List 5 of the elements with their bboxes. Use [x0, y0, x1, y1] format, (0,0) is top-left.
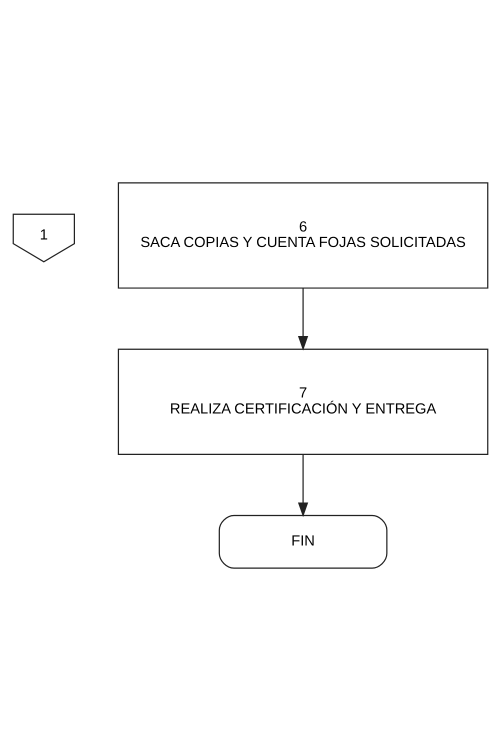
- node-box: FIN: [218, 514, 388, 569]
- arrow: [298, 288, 308, 351]
- node-box: 7 REALIZA CERTIFICACIÓN Y ENTREGA: [118, 348, 488, 455]
- node-box: 6 SACA COPIAS Y CUENTA FOJAS SOLICITADAS: [118, 182, 488, 289]
- arrow: [298, 454, 308, 518]
